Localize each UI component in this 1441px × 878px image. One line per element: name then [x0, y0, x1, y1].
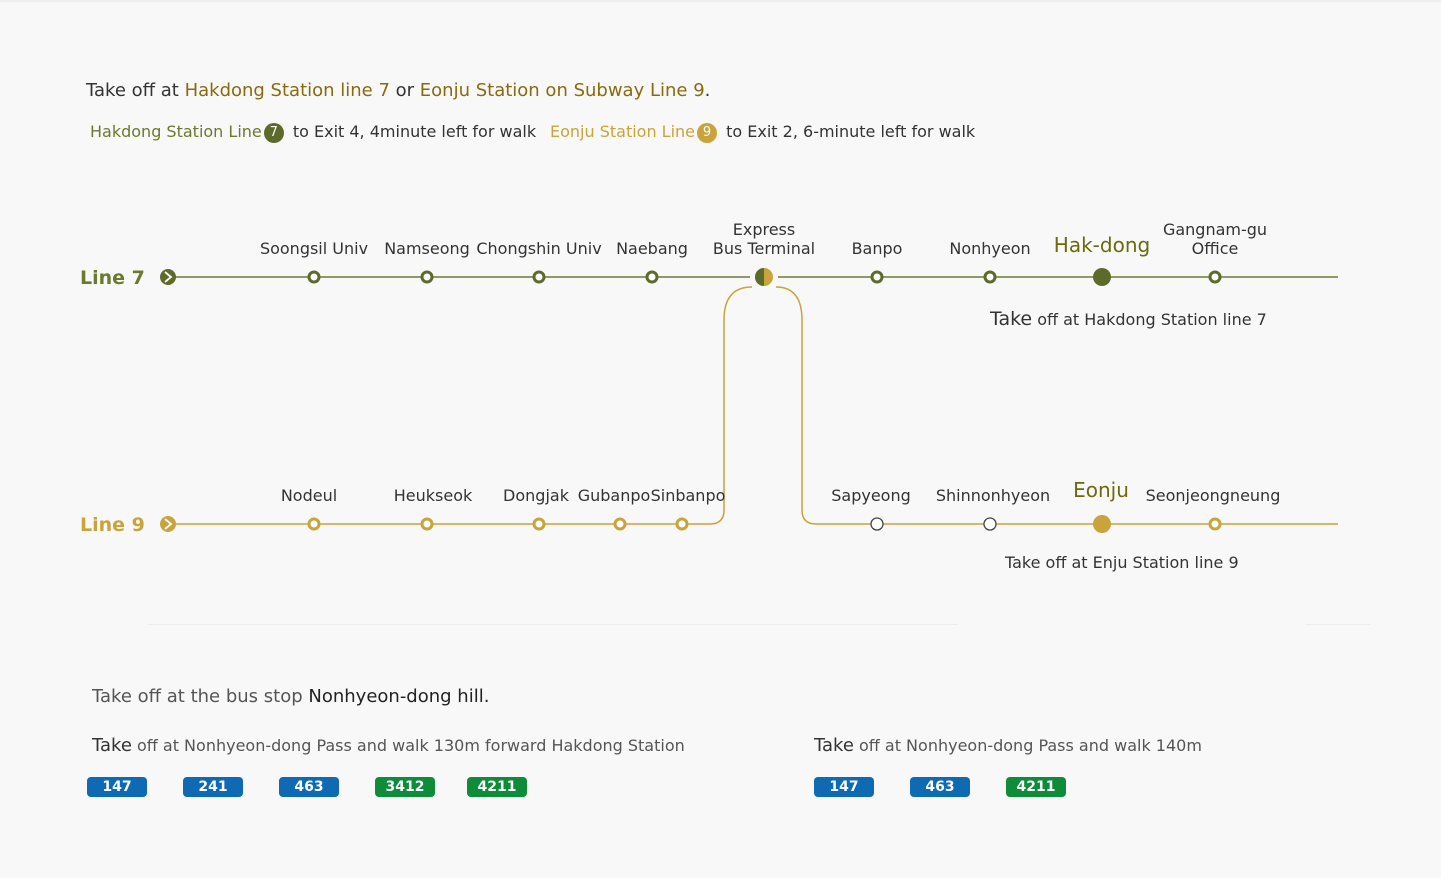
station-marker: [645, 270, 659, 284]
line9-badge: 9: [697, 123, 718, 143]
headline-eonju: Eonju Station on Subway Line 9: [419, 80, 705, 101]
bus-left-lead: Take: [92, 735, 132, 756]
bus-route-badge: 3412: [375, 777, 435, 797]
bus-right-text: off at Nonhyeon-dong Pass and walk 140m: [853, 736, 1202, 755]
station-marker: [675, 517, 689, 531]
divider-right: [1305, 624, 1370, 625]
line7-directions-text: to Exit 4, 4minute left for walk: [292, 122, 537, 141]
station-marker: [420, 517, 434, 531]
headline-suffix: .: [704, 80, 711, 101]
headline: Take off at Hakdong Station line 7 or Eo…: [86, 80, 710, 101]
bus-route-badge: 147: [87, 777, 147, 797]
line9-label: Line 9: [80, 514, 145, 536]
line7-badge: 7: [263, 123, 284, 143]
line9-track-west: [168, 286, 753, 525]
station-label: Naebang: [616, 239, 688, 258]
bus-route-badge: 463: [910, 777, 970, 797]
station-label: Sinbanpo: [651, 486, 726, 505]
station-label: Namseong: [384, 239, 470, 258]
line9-start-arrow-icon: [164, 518, 173, 530]
bus-route-badge: 147: [814, 777, 874, 797]
divider-left: [148, 624, 958, 625]
station-label: Heukseok: [394, 486, 473, 505]
station-marker: [613, 517, 627, 531]
bus-route-badge: 4211: [1006, 777, 1066, 797]
bus-left-instruction: Take off at Nonhyeon-dong Pass and walk …: [92, 735, 685, 756]
station-marker: [870, 270, 884, 284]
station-label: Sapyeong: [831, 486, 911, 505]
station-marker-plain: [870, 517, 884, 531]
line7-start-marker: [160, 269, 176, 285]
station-label-highlight: Eonju: [1073, 478, 1129, 502]
station-label: Chongshin Univ: [476, 239, 601, 258]
line9-note: Take off at Enju Station line 9: [1004, 553, 1239, 572]
station-label: Soongsil Univ: [260, 239, 368, 258]
bus-route-badge: 241: [183, 777, 243, 797]
station-marker: [532, 270, 546, 284]
line7-note: Take off at Hakdong Station line 7: [989, 308, 1267, 330]
headline-prefix: Take off at: [86, 80, 185, 101]
station-marker-highlight: [1093, 515, 1111, 533]
station-label: Dongjak: [503, 486, 570, 505]
bus-stop-name: Nonhyeon-dong hill.: [308, 686, 490, 707]
station-label: Seonjeongneung: [1146, 486, 1281, 505]
station-label: Nodeul: [281, 486, 337, 505]
bus-title-prefix: Take off at the bus stop: [92, 686, 309, 707]
station-marker-highlight: [1093, 268, 1111, 286]
station-marker: [420, 270, 434, 284]
line9-track-east: [775, 286, 1338, 525]
station-marker: [307, 270, 321, 284]
bus-route-badge: 463: [279, 777, 339, 797]
bus-right-lead: Take: [814, 735, 854, 756]
transfer-station-marker-half: [755, 268, 764, 286]
station-label: Nonhyeon: [949, 239, 1030, 258]
subway-route-map: Line 7 Soongsil Univ Namseong Chongshin Uni…: [80, 220, 1338, 572]
station-marker: [532, 517, 546, 531]
line9-directions-text: to Exit 2, 6-minute left for walk: [726, 122, 976, 141]
bus-route-badge: 4211: [467, 777, 527, 797]
line7-label: Line 7: [80, 267, 145, 289]
station-label-highlight: Hak-dong: [1054, 233, 1150, 257]
bus-right-instruction: Take off at Nonhyeon-dong Pass and walk …: [814, 735, 1202, 756]
line9-directions-name: Eonju Station Line: [550, 122, 696, 141]
station-marker: [1208, 517, 1222, 531]
bus-left-text: off at Nonhyeon-dong Pass and walk 130m …: [131, 736, 685, 755]
station-label: Gubanpo: [578, 486, 651, 505]
top-rule: [0, 0, 1441, 2]
bus-stop-title: Take off at the bus stop Nonhyeon-dong h…: [92, 686, 489, 707]
line9-start-marker: [160, 516, 176, 532]
station-marker: [983, 270, 997, 284]
station-label: Shinnonhyeon: [936, 486, 1050, 505]
station-marker: [307, 517, 321, 531]
station-marker-plain: [983, 517, 997, 531]
headline-or: or: [389, 80, 420, 101]
station-marker: [1208, 270, 1222, 284]
line7-start-arrow-icon: [164, 271, 173, 283]
station-label: Banpo: [852, 239, 903, 258]
line7-directions-name: Hakdong Station Line: [90, 122, 262, 141]
headline-hakdong: Hakdong Station line 7: [184, 80, 390, 101]
